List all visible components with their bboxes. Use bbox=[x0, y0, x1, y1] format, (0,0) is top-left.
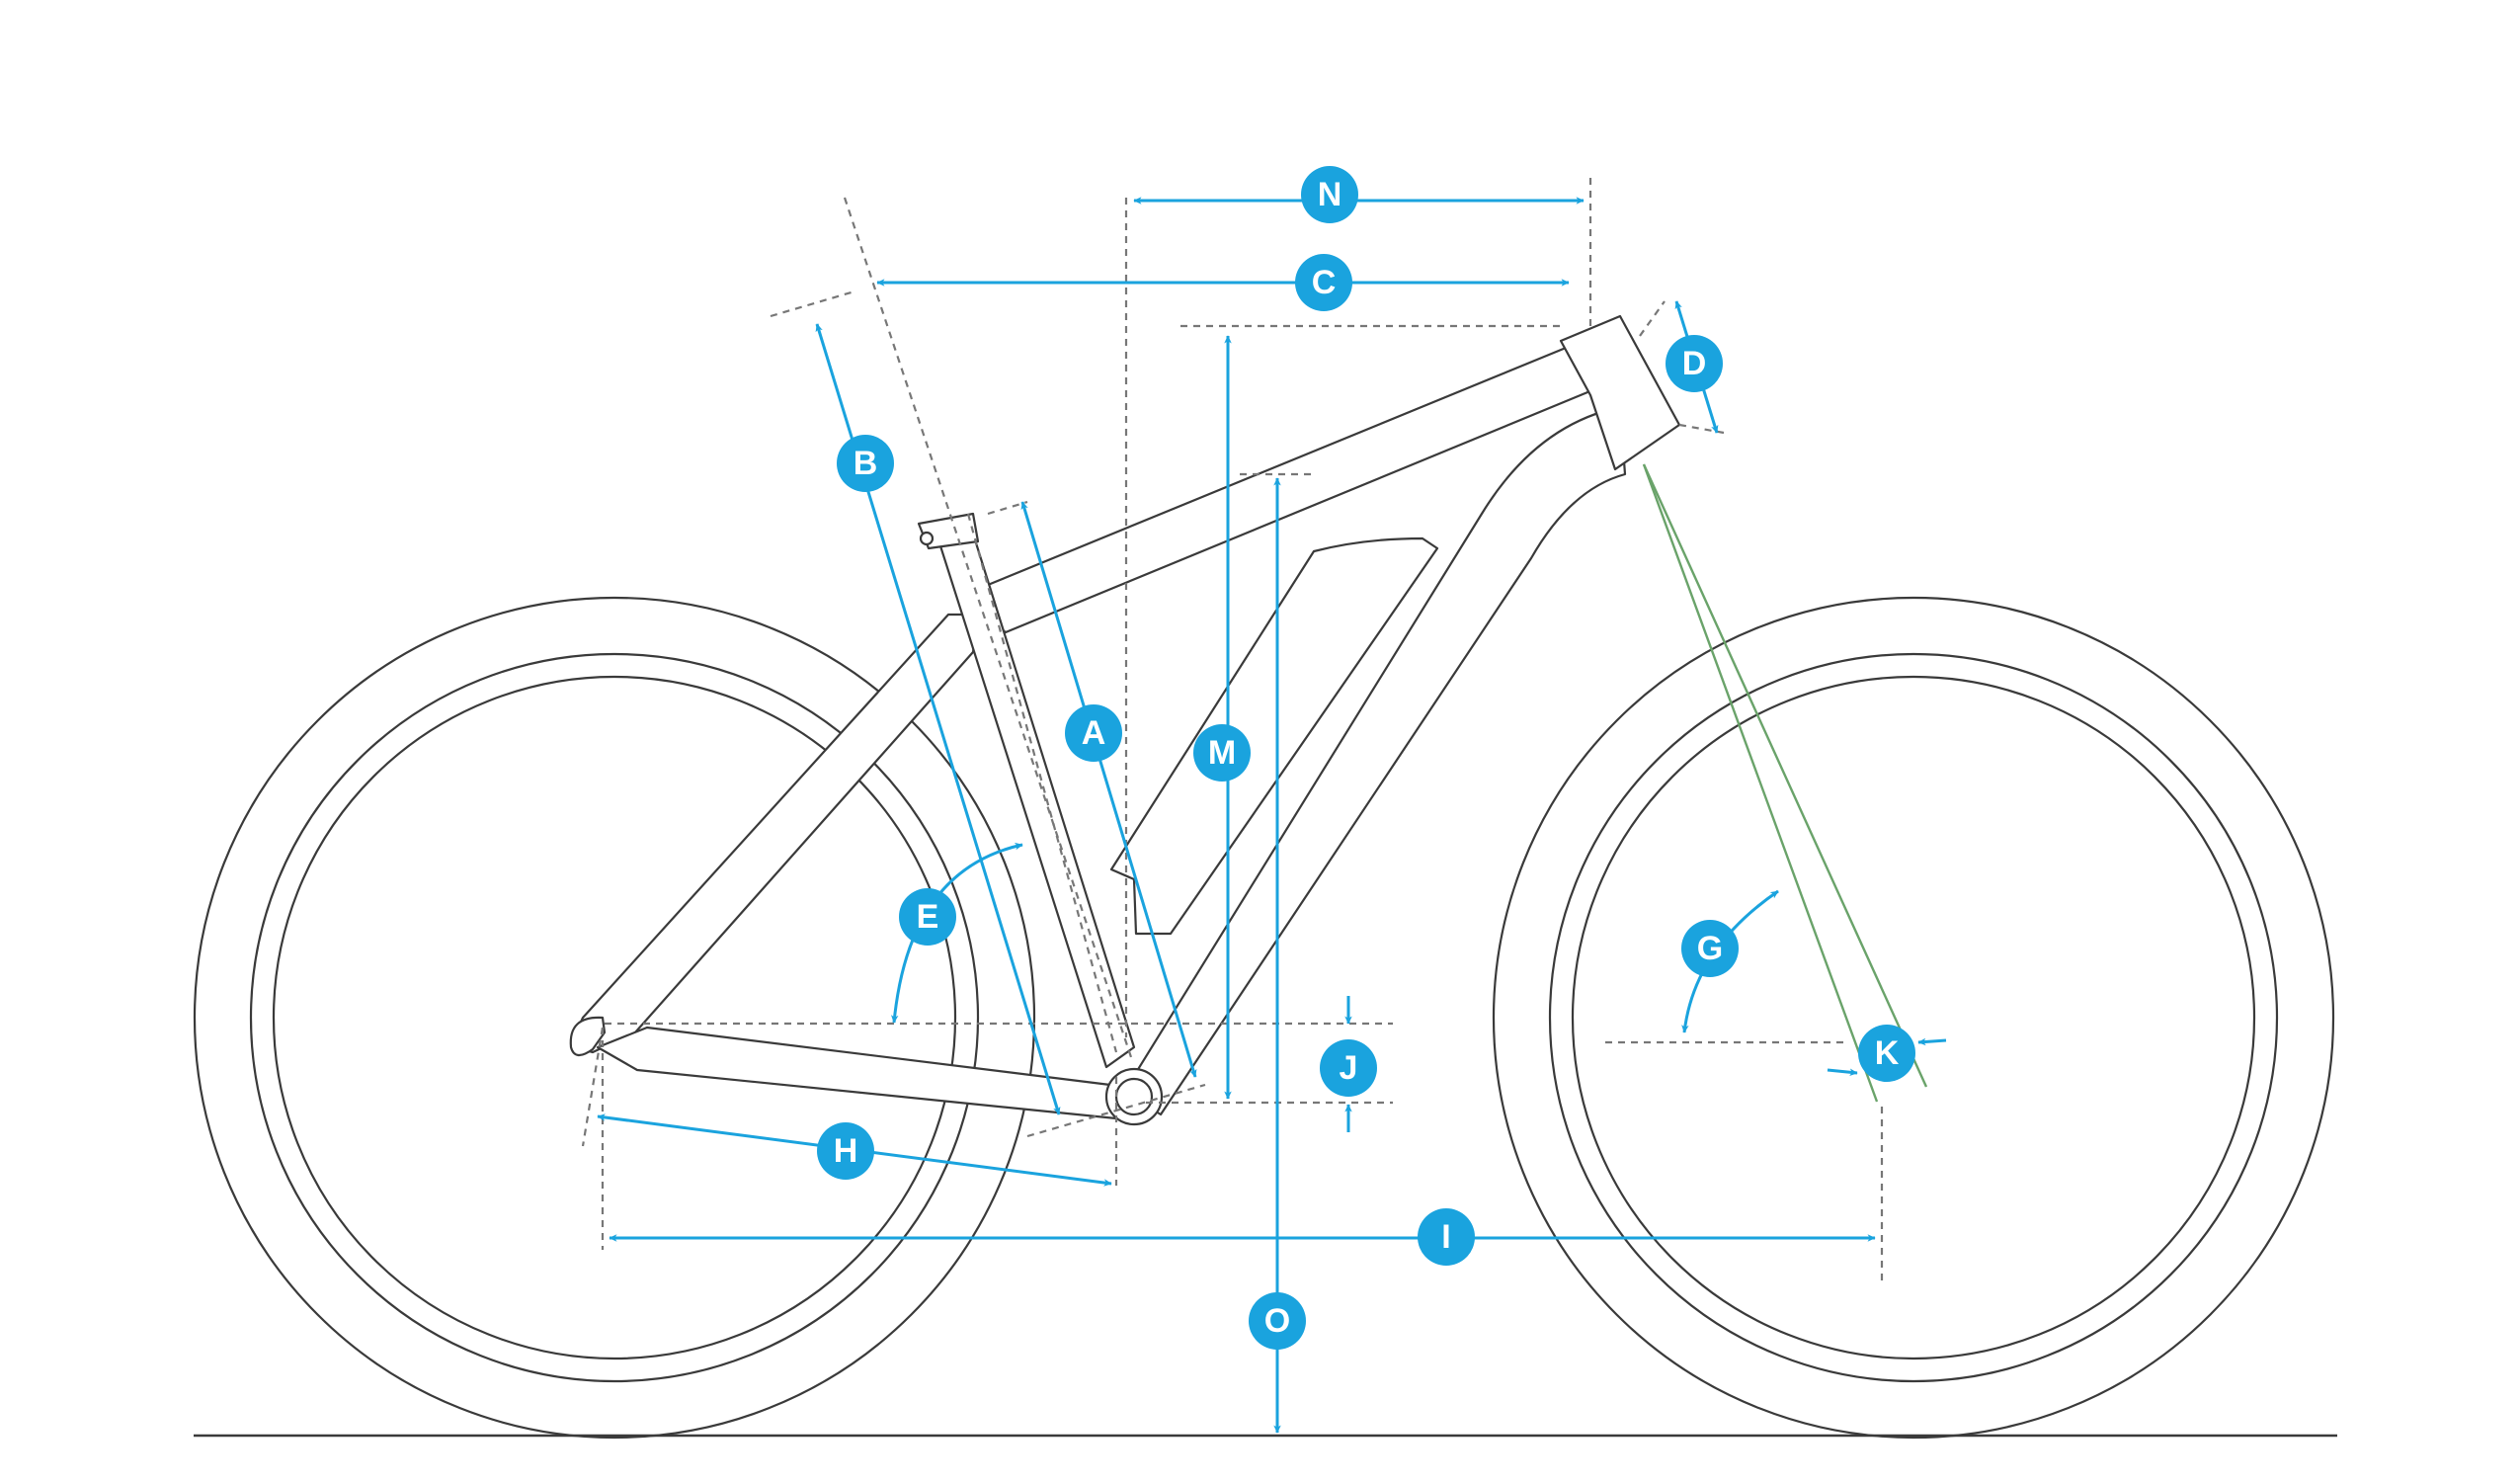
label-badge-H: H bbox=[817, 1122, 874, 1180]
svg-text:H: H bbox=[834, 1132, 858, 1170]
svg-text:N: N bbox=[1318, 176, 1342, 213]
svg-text:C: C bbox=[1312, 264, 1337, 301]
label-badge-J: J bbox=[1320, 1039, 1377, 1097]
svg-text:A: A bbox=[1082, 714, 1106, 752]
label-badge-C: C bbox=[1295, 254, 1352, 311]
rear-dropout bbox=[569, 1016, 607, 1057]
svg-text:I: I bbox=[1441, 1218, 1450, 1256]
fork-axis bbox=[1642, 463, 1928, 1103]
svg-text:B: B bbox=[854, 445, 878, 482]
label-badge-O: O bbox=[1249, 1292, 1306, 1350]
label-badge-M: M bbox=[1193, 724, 1251, 782]
head-tube bbox=[1559, 314, 1681, 471]
label-badge-G: G bbox=[1681, 920, 1739, 977]
front-wheel bbox=[1492, 596, 2335, 1440]
seat-stay bbox=[576, 613, 976, 1054]
label-badge-D: D bbox=[1666, 335, 1723, 392]
dim-line-K-right bbox=[1917, 1037, 1947, 1046]
svg-text:J: J bbox=[1340, 1049, 1358, 1087]
svg-text:K: K bbox=[1875, 1034, 1900, 1072]
label-badge-K: K bbox=[1858, 1025, 1915, 1082]
label-badge-N: N bbox=[1301, 166, 1358, 223]
svg-text:D: D bbox=[1682, 345, 1707, 382]
label-badge-I: I bbox=[1418, 1208, 1475, 1266]
svg-text:E: E bbox=[917, 898, 939, 936]
label-badge-B: B bbox=[837, 435, 894, 492]
label-badge-A: A bbox=[1065, 704, 1122, 762]
svg-text:O: O bbox=[1264, 1302, 1290, 1340]
bike-frame bbox=[569, 314, 1681, 1126]
label-badge-E: E bbox=[899, 888, 956, 946]
dim-line-K-left bbox=[1827, 1068, 1858, 1076]
svg-text:G: G bbox=[1697, 930, 1723, 967]
svg-text:M: M bbox=[1208, 734, 1236, 772]
